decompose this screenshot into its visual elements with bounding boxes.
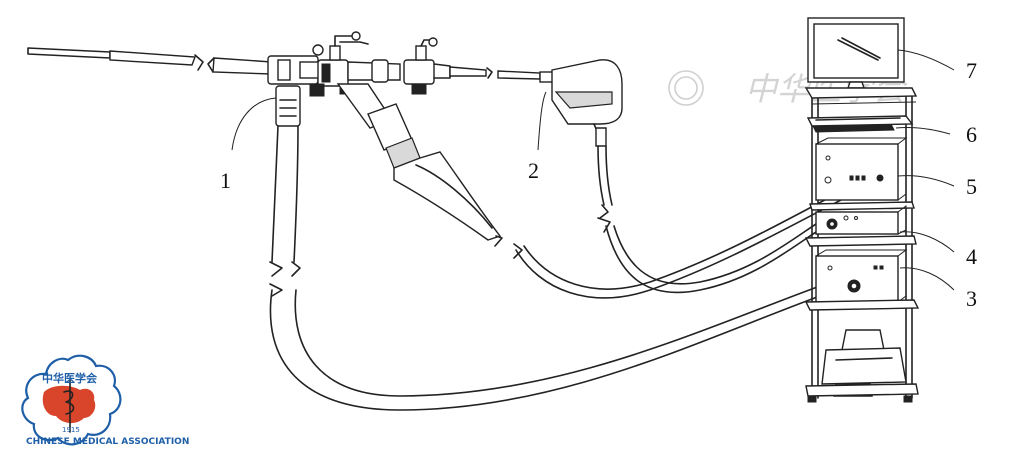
camera-head bbox=[539, 59, 623, 219]
camera-control-unit bbox=[815, 211, 899, 235]
association-logo: 中华医学会 CHINESE MEDICAL ASSOCIATION 1915 bbox=[21, 354, 189, 447]
camera-cable bbox=[597, 213, 833, 294]
equipment-cart bbox=[804, 17, 920, 403]
printer bbox=[841, 329, 885, 351]
svg-text:CHINESE MEDICAL ASSOCIATION: CHINESE MEDICAL ASSOCIATION bbox=[26, 437, 189, 447]
svg-text:中华医学会: 中华医学会 bbox=[42, 371, 98, 385]
pump-unit bbox=[815, 255, 899, 303]
label-1: 1 bbox=[220, 168, 231, 193]
svg-text:1915: 1915 bbox=[62, 426, 80, 434]
label-7: 7 bbox=[966, 58, 977, 83]
inflow-tube bbox=[269, 85, 821, 411]
label-2: 2 bbox=[528, 158, 539, 183]
label-3: 3 bbox=[966, 286, 977, 311]
leader-lines bbox=[231, 49, 955, 291]
hysteroscope bbox=[27, 31, 541, 247]
label-4: 4 bbox=[966, 244, 977, 269]
logo-staff-icon bbox=[63, 379, 75, 433]
watermark-seal-icon bbox=[668, 70, 704, 106]
label-6: 6 bbox=[966, 122, 977, 147]
light-source-unit bbox=[815, 143, 899, 201]
label-5: 5 bbox=[966, 174, 977, 199]
logo-map-icon bbox=[42, 385, 96, 424]
